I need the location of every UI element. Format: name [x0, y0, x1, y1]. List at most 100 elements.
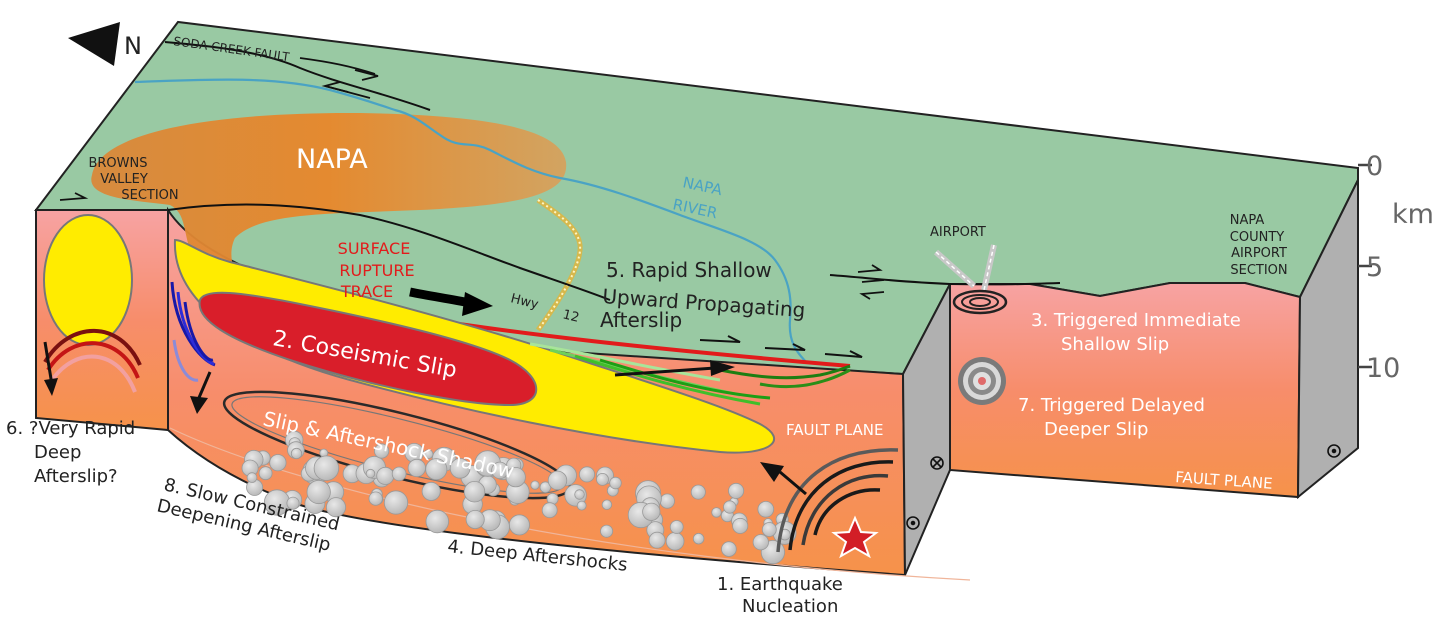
napa-county-airport-label: NAPA COUNTY AIRPORT SECTION — [1230, 213, 1288, 278]
airport-runway-icon — [933, 244, 997, 291]
annotation-7: 7. Triggered Delayed Deeper Slip — [1018, 395, 1205, 440]
svg-text:5. Rapid Shallow: 5. Rapid Shallow — [606, 258, 772, 282]
aftershock-circle — [391, 466, 407, 482]
triggered-immediate-slip-rings — [952, 289, 1008, 315]
napa-city-label: NAPA — [296, 144, 368, 175]
airport-label: AIRPORT — [930, 225, 986, 240]
aftershock-circle — [609, 476, 622, 490]
depth-scale-labels: 0 5 10 km — [1366, 151, 1434, 384]
aftershock-circle — [601, 499, 613, 510]
browns-valley-yellow-slip — [43, 214, 133, 346]
svg-text:Deep: Deep — [34, 442, 81, 463]
aftershock-circle — [690, 484, 706, 500]
svg-text:Afterslip: Afterslip — [600, 308, 682, 332]
svg-text:0: 0 — [1366, 151, 1383, 182]
aftershock-circle — [752, 534, 769, 551]
svg-text:7. Triggered Delayed: 7. Triggered Delayed — [1018, 395, 1205, 416]
svg-text:Afterslip?: Afterslip? — [34, 466, 118, 487]
aftershock-circle — [642, 502, 661, 521]
aftershock-circle — [407, 458, 426, 478]
svg-text:Shallow Slip: Shallow Slip — [1061, 334, 1169, 355]
svg-text:5: 5 — [1366, 252, 1383, 283]
aftershock-circle — [530, 480, 540, 490]
svg-text:TRACE: TRACE — [340, 282, 393, 301]
aftershock-circle — [761, 522, 777, 537]
blue-afterslip-arcs — [170, 281, 216, 382]
aftershock-circle — [579, 466, 596, 483]
main-block-side — [901, 283, 951, 576]
fault-plane-label-1: FAULT PLANE — [786, 421, 883, 439]
svg-text:NAPA: NAPA — [1230, 213, 1265, 228]
aftershock-circle — [383, 490, 409, 515]
svg-text:SURFACE: SURFACE — [338, 239, 411, 258]
aftershock-circle — [723, 500, 737, 514]
aftershock-circle — [574, 489, 585, 500]
aftershock-circle — [576, 500, 587, 511]
aftershock-circle — [721, 541, 737, 557]
right-block-side — [1296, 179, 1359, 500]
aftershock-circle — [269, 454, 287, 472]
aftershock-circle — [711, 507, 722, 518]
side-slip-symbols — [906, 444, 1341, 530]
north-label: N — [124, 32, 142, 60]
green-shallow-afterslip — [529, 342, 851, 406]
annotation-6: 6. ?Very Rapid Deep Afterslip? — [6, 418, 135, 487]
hwy-label: Hwy — [509, 291, 540, 312]
svg-text:Nucleation: Nucleation — [742, 596, 838, 617]
aftershock-circle — [692, 533, 705, 545]
airport-fault — [829, 274, 1061, 286]
svg-text:COUNTY: COUNTY — [1230, 230, 1284, 245]
aftershock-circle — [505, 467, 526, 488]
napa-river — [134, 78, 807, 363]
aftershock-circle — [508, 514, 530, 536]
nucleation-arcs — [776, 448, 899, 553]
aftershock-circle — [669, 520, 684, 534]
deep-aftershocks-cluster — [241, 430, 797, 565]
aftershock-circle — [463, 481, 486, 503]
aftershock-circle — [757, 500, 775, 518]
aftershock-circle — [258, 466, 273, 481]
soda-creek-fault — [164, 41, 431, 111]
triggered-delayed-slip-rings — [958, 357, 1006, 405]
napa-city-area — [91, 112, 567, 281]
svg-text:3. Triggered Immediate: 3. Triggered Immediate — [1031, 310, 1241, 331]
aftershock-circle — [732, 517, 749, 534]
aftershock-circle — [368, 491, 383, 506]
aftershock-circle — [465, 509, 485, 529]
highway-12 — [535, 197, 583, 332]
svg-text:1. Earthquake: 1. Earthquake — [717, 574, 843, 595]
aftershock-circle — [365, 468, 376, 479]
aftershock-circle — [425, 509, 450, 534]
aftershock-circle — [449, 457, 471, 479]
svg-text:AIRPORT: AIRPORT — [1231, 246, 1287, 261]
aftershock-circle — [541, 502, 558, 519]
svg-text:BROWNS: BROWNS — [88, 156, 147, 171]
aftershock-circle — [376, 466, 395, 485]
surface-rupture-label: SURFACE RUPTURE TRACE — [338, 239, 415, 301]
aftershock-circle — [290, 447, 303, 460]
depth-scale — [1358, 163, 1372, 369]
airport-section-face — [949, 282, 1302, 499]
browns-valley-label: BROWNS VALLEY SECTION — [88, 156, 178, 203]
svg-text:6. ?Very Rapid: 6. ?Very Rapid — [6, 418, 135, 439]
aftershock-circle — [600, 524, 614, 538]
svg-text:RUPTURE: RUPTURE — [339, 261, 414, 280]
svg-text:SECTION: SECTION — [121, 188, 178, 203]
annotation-1: 1. Earthquake Nucleation — [717, 574, 843, 617]
aftershock-circle — [596, 472, 609, 486]
aftershock-circle — [491, 461, 509, 480]
aftershock-circle — [373, 443, 390, 459]
annotation-3: 3. Triggered Immediate Shallow Slip — [1031, 310, 1241, 355]
hwy-number-label: 12 — [561, 307, 581, 326]
svg-text:VALLEY: VALLEY — [100, 172, 148, 187]
svg-text:10: 10 — [1366, 353, 1400, 384]
fault-half-arrows — [699, 335, 863, 358]
aftershock-circle — [325, 497, 346, 518]
aftershock-circle — [246, 472, 258, 483]
svg-text:Deeper Slip: Deeper Slip — [1044, 419, 1148, 440]
aftershock-circle — [313, 455, 340, 481]
aftershock-circle — [659, 493, 675, 509]
aftershock-circle — [728, 482, 745, 499]
aftershock-circle — [547, 470, 568, 491]
